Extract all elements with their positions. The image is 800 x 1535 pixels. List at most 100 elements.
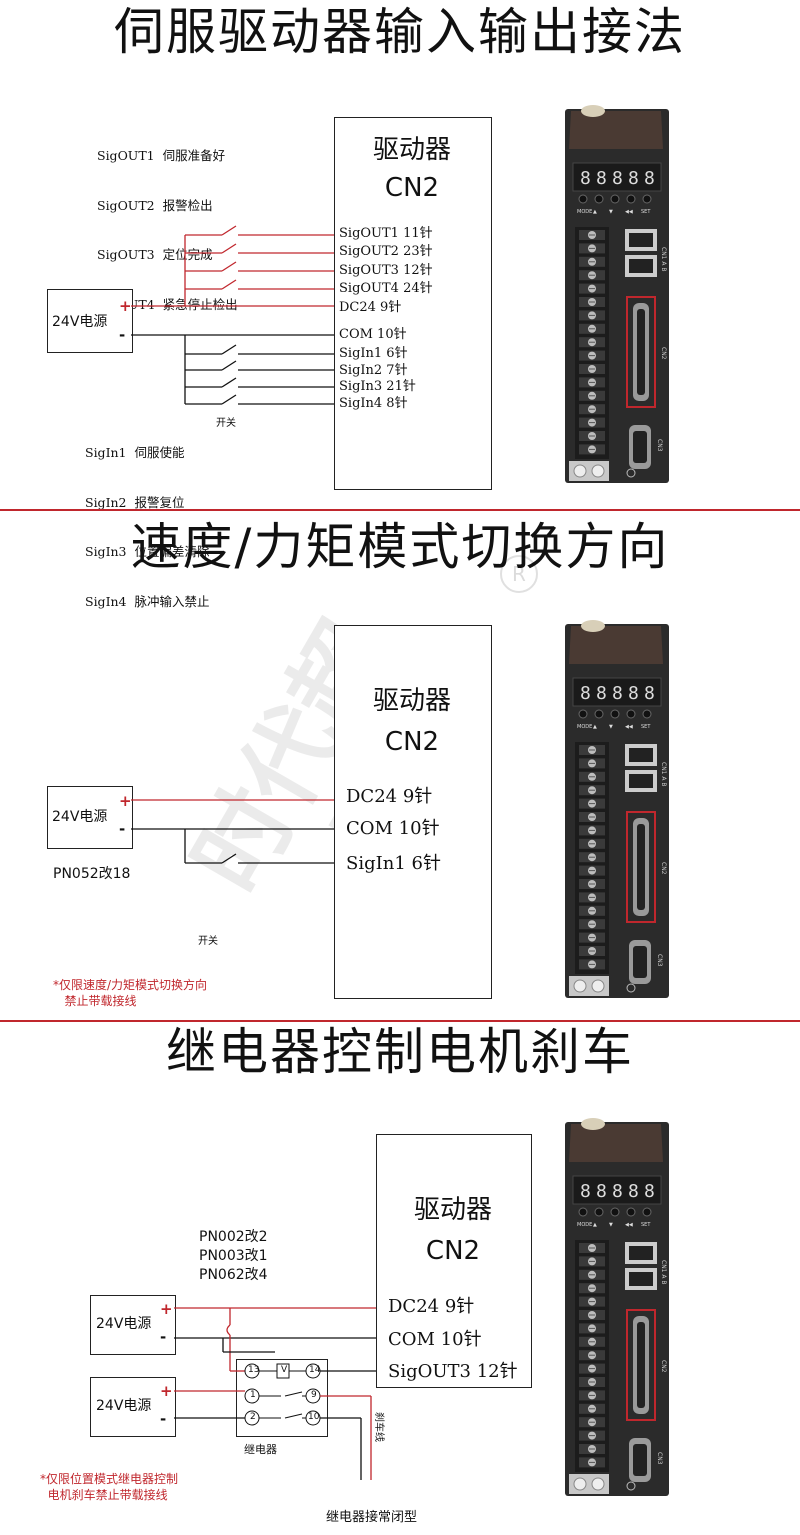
- minus-terminal-3: -: [160, 1328, 167, 1346]
- display-digit: 8: [612, 683, 623, 704]
- label-cn3: CN3: [656, 1452, 663, 1465]
- note-section3: *仅限位置模式继电器控制 电机刹车禁止带载接线: [40, 1472, 179, 1502]
- relay-pin-2: 2: [250, 1412, 256, 1422]
- display-digit: 8: [612, 168, 623, 189]
- panel-button-label: SET: [641, 1222, 651, 1228]
- relay-pin-14: 14: [309, 1365, 321, 1375]
- display-digit: 8: [644, 1181, 655, 1202]
- relay-pin-10: 10: [308, 1412, 320, 1422]
- display-digit: 8: [596, 168, 607, 189]
- label-cn2: CN2: [660, 1360, 667, 1373]
- drive-top-knob: [581, 1118, 605, 1130]
- pin-sigout2: SigOUT2 23针: [339, 244, 433, 259]
- panel-button: [610, 709, 620, 719]
- legend-in-4: SigIn4 脉冲输入禁止: [85, 593, 210, 609]
- power-label-4: 24V电源: [96, 1398, 152, 1414]
- panel-button-label: ◀◀: [625, 209, 633, 215]
- panel-button: [578, 194, 588, 204]
- panel-button-label: ▲: [593, 724, 597, 730]
- legend-out-2: SigOUT2 报警检出: [97, 197, 213, 213]
- display-digit: 8: [628, 683, 639, 704]
- separator-2: [0, 1020, 800, 1022]
- panel-button-label: ▼: [609, 209, 613, 215]
- power-supply-1: [47, 289, 133, 353]
- cn2-highlight: [626, 1309, 656, 1421]
- display-digit: 8: [580, 168, 591, 189]
- wiring-diagram-1: [131, 225, 334, 405]
- ground-symbol-icon: [626, 468, 636, 478]
- legend-in-3: SigIn3 位置偏差清除: [85, 544, 210, 559]
- relay-box: [236, 1359, 328, 1437]
- drive-display: [572, 677, 662, 707]
- relay-label: 继电器: [244, 1443, 277, 1456]
- panel-button: [626, 1207, 636, 1217]
- pin-sigout1: SigOUT1 11针: [339, 226, 433, 241]
- panel-button-label: ▲: [593, 209, 597, 215]
- pin-dc24: DC24 9针: [339, 300, 402, 315]
- relay-pin-13: 13: [248, 1365, 260, 1375]
- power-label-1: 24V电源: [52, 314, 108, 330]
- pin-sigout4: SigOUT4 24针: [339, 281, 433, 296]
- separator-1: [0, 509, 800, 511]
- panel-button: [626, 709, 636, 719]
- legend-out-1: SigOUT1 伺服准备好: [97, 148, 226, 163]
- param-pn052: PN052改18: [53, 866, 131, 882]
- drive-top-cover: [569, 626, 663, 664]
- panel-button: [610, 194, 620, 204]
- display-digit: 8: [580, 683, 591, 704]
- label-cn1: CN1 A B: [660, 762, 667, 787]
- display-digit: 8: [580, 1181, 591, 1202]
- param-pn002: PN002改2: [199, 1229, 268, 1245]
- note-section2: *仅限速度/力矩模式切换方向 禁止带载接线: [53, 978, 208, 1008]
- display-digit: 8: [612, 1181, 623, 1202]
- input-legend: SigIn1 伺服使能 SigIn2 报警复位 SigIn3 位置偏差清除 Si…: [85, 412, 209, 627]
- param-pn003: PN003改1: [199, 1248, 268, 1264]
- display-digit: 8: [596, 683, 607, 704]
- power-supply-4: [90, 1377, 176, 1437]
- panel-button-label: MODE: [577, 1222, 592, 1228]
- panel-button: [626, 194, 636, 204]
- registered-mark: R: [500, 555, 538, 593]
- switch-label-2: 开关: [198, 936, 218, 947]
- driver-cn2-2: CN2: [384, 727, 440, 757]
- panel-button-label: ▼: [609, 724, 613, 730]
- panel-button: [594, 709, 604, 719]
- section1-title: 伺服驱动器输入输出接法: [114, 3, 686, 61]
- pin3-com: COM 10针: [388, 1329, 482, 1350]
- pin-sigin1: SigIn1 6针: [339, 346, 408, 361]
- drive-display: [572, 162, 662, 192]
- driver-box-2: [334, 625, 492, 999]
- panel-button: [642, 709, 652, 719]
- display-digit: 8: [628, 1181, 639, 1202]
- drive-top-knob: [581, 620, 605, 632]
- display-digit: 8: [644, 168, 655, 189]
- plus-terminal-1: +: [119, 297, 132, 315]
- panel-button: [578, 1207, 588, 1217]
- panel-button-label: ▲: [593, 1222, 597, 1228]
- panel-button: [578, 709, 588, 719]
- power-supply-3: [90, 1295, 176, 1355]
- panel-button: [594, 1207, 604, 1217]
- pin3-sigout3: SigOUT3 12针: [388, 1361, 518, 1382]
- drive-display: [572, 1175, 662, 1205]
- cn2-highlight: [626, 811, 656, 923]
- section2-title: 速度/力矩模式切换方向: [130, 518, 670, 576]
- param-pn062: PN062改4: [199, 1267, 268, 1283]
- driver-cn2-3: CN2: [425, 1236, 481, 1266]
- relay-coil-v: V: [281, 1365, 288, 1375]
- pin-sigin2: SigIn2 7针: [339, 363, 408, 378]
- display-digit: 8: [644, 683, 655, 704]
- relay-pin-9: 9: [311, 1390, 317, 1400]
- minus-terminal-1: -: [119, 326, 126, 344]
- relay-pin-1: 1: [250, 1390, 256, 1400]
- drive-top-knob: [581, 105, 605, 117]
- brake-label: 刹车线: [373, 1412, 384, 1442]
- display-digit: 8: [628, 168, 639, 189]
- drive-top-cover: [569, 111, 663, 149]
- label-cn2: CN2: [660, 347, 667, 360]
- panel-button: [610, 1207, 620, 1217]
